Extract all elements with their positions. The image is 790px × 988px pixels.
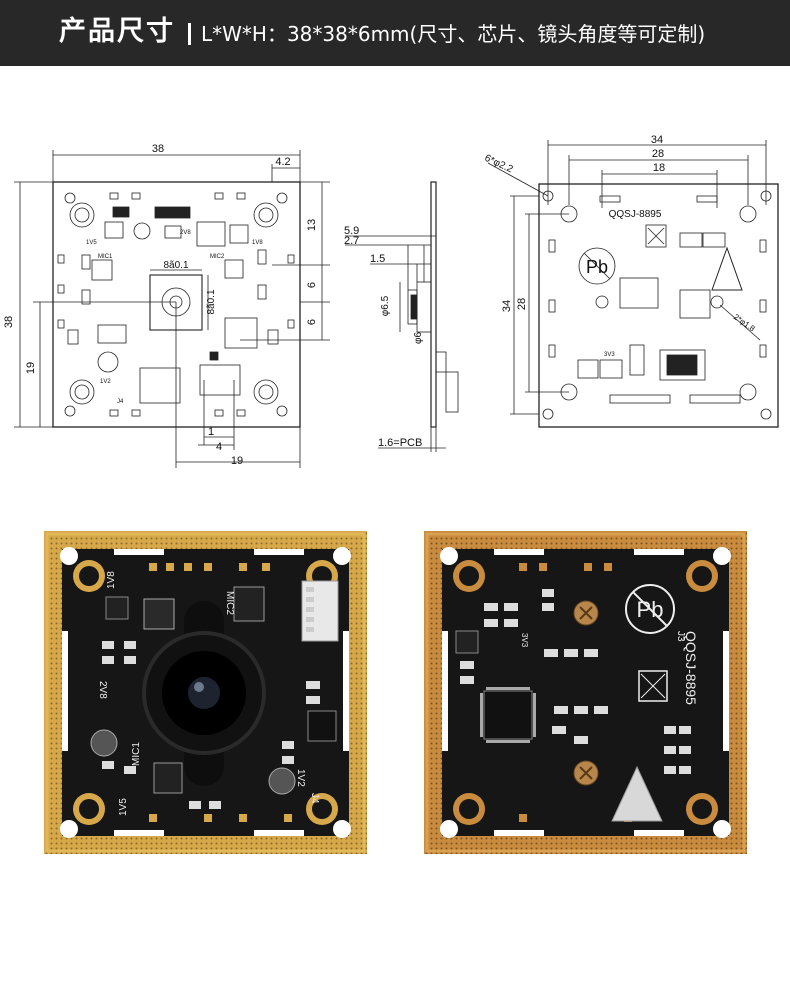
dim-pcb: 1.6=PCB	[378, 437, 422, 449]
silk-1v5: 1V5	[86, 240, 97, 246]
photo-silk-mic1: MIC1	[131, 742, 142, 766]
side-view-drawing	[345, 181, 459, 452]
dim-1-5: 1.5	[370, 253, 385, 265]
dim-right-6a: 6	[306, 282, 318, 288]
dim-5-9: 5.9	[344, 225, 359, 237]
silk-model: QQSJ-8895	[609, 209, 662, 220]
side-view-labels: 5.9 2.7 1.5 φ6.5 φ6 1.6=PCB	[344, 225, 424, 449]
silk-3v3: 3V3	[604, 352, 615, 358]
pcb-back-photo: Pb QQSJ-8895 J3 3V3	[424, 531, 747, 854]
technical-drawings: 38 4.2 38 19 13 6 6 1 4 19 8ã0.1 8ã0.1 1…	[3, 134, 779, 468]
header-banner: 产品尺寸 L*W*H：38*38*6mm(尺寸、芯片、镜头角度等可定制)	[0, 0, 790, 66]
dim-2-7: 2.7	[344, 235, 359, 247]
dim-dia-6: φ6	[413, 332, 424, 344]
photo-silk-1v2: 1V2	[295, 769, 306, 787]
dimension-spec: L*W*H：38*38*6mm(尺寸、芯片、镜头角度等可定制)	[201, 22, 706, 46]
dim-bottom-1: 1	[208, 426, 214, 438]
silk-j4: J4	[117, 399, 124, 405]
photo-silk-j3: J3	[675, 631, 686, 642]
dim-holes: 6*φ2.2	[483, 153, 515, 176]
silk-1v8: 1V8	[252, 240, 263, 246]
photo-silk-model: QQSJ-8895	[683, 631, 699, 705]
dim-lens-v: 8ã0.1	[206, 289, 217, 314]
photo-silk-1v8: 1V8	[106, 571, 117, 589]
dim-offset-bottom: 19	[25, 362, 37, 374]
dim-bottom-4: 4	[216, 441, 222, 453]
front-view-drawing	[14, 150, 330, 468]
silk-1v2: 1V2	[100, 379, 111, 385]
back-view-labels: 34 28 18 6*φ2.2 34 28 2*φ1.8 QQSJ-8895 P…	[483, 134, 757, 358]
silk-mic2: MIC2	[210, 254, 225, 260]
dim-right-6b: 6	[306, 319, 318, 325]
dim-bottom-19: 19	[231, 455, 243, 467]
dim-right-13: 13	[306, 219, 318, 231]
section-title: 产品尺寸	[59, 16, 175, 47]
photo-silk-3v3: 3V3	[520, 633, 529, 648]
dim-lens-h: 8ã0.1	[163, 260, 188, 271]
dim-small-holes: 2*φ1.8	[732, 312, 757, 333]
photo-silk-1v5: 1V5	[118, 798, 129, 816]
board-slots	[62, 549, 349, 836]
dim-height: 38	[3, 316, 15, 328]
dim-v28: 28	[516, 298, 528, 310]
title-divider	[188, 23, 191, 45]
photo-silk-2v8: 2V8	[97, 681, 108, 699]
dim-dia-6-5: φ6.5	[380, 295, 391, 316]
dim-offset-right: 4.2	[275, 156, 290, 168]
silk-2v8: 2V8	[180, 230, 191, 236]
dim-28: 28	[652, 148, 664, 160]
silk-mic1: MIC1	[98, 254, 113, 260]
dim-width: 38	[152, 143, 164, 155]
dim-34: 34	[651, 134, 663, 146]
silk-pb: Pb	[586, 257, 608, 277]
pcb-front-photo: 1V8 MIC2 2V8 MIC1 1V5 1V2 J4	[44, 531, 367, 854]
photo-silk-pb: Pb	[637, 597, 664, 622]
front-view-labels: 38 4.2 38 19 13 6 6 1 4 19 8ã0.1 8ã0.1 1…	[3, 143, 318, 467]
photo-silk-mic2: MIC2	[224, 591, 235, 615]
dim-v34: 34	[501, 300, 513, 312]
dim-18: 18	[653, 162, 665, 174]
back-view-drawing	[487, 140, 779, 428]
photo-silk-j4: J4	[309, 793, 320, 804]
